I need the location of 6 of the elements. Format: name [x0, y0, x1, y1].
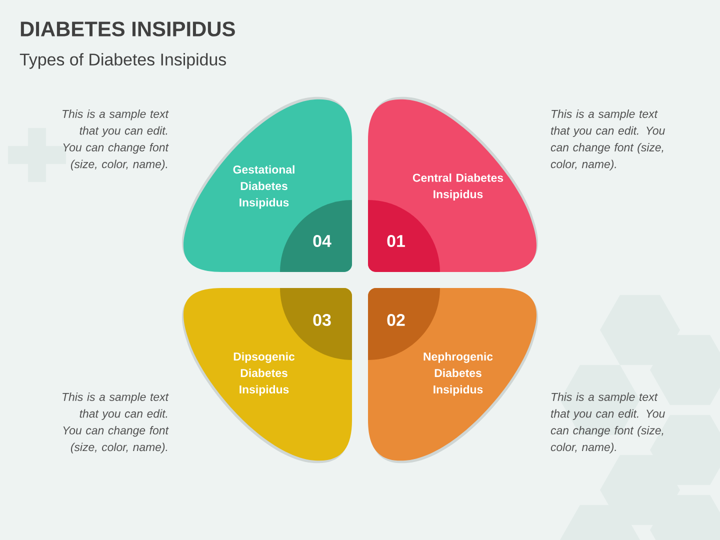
description-text: This is a sample text that you can edit. You can change font (size, color, name).: [62, 110, 169, 170]
description-text: This is a sample text that you can edit. You can change font (size, color, name).: [62, 392, 169, 454]
description-text: This is a sample text that you can edit. You can change font (size, color, name).: [550, 110, 665, 170]
subtitle: Types of Diabetes Insipidus: [20, 53, 226, 69]
description-text: This is a sample text that you can edit. You can change font (size, color, name).: [550, 392, 665, 454]
title: DIABETES INSIPIDUS: [20, 22, 235, 36]
